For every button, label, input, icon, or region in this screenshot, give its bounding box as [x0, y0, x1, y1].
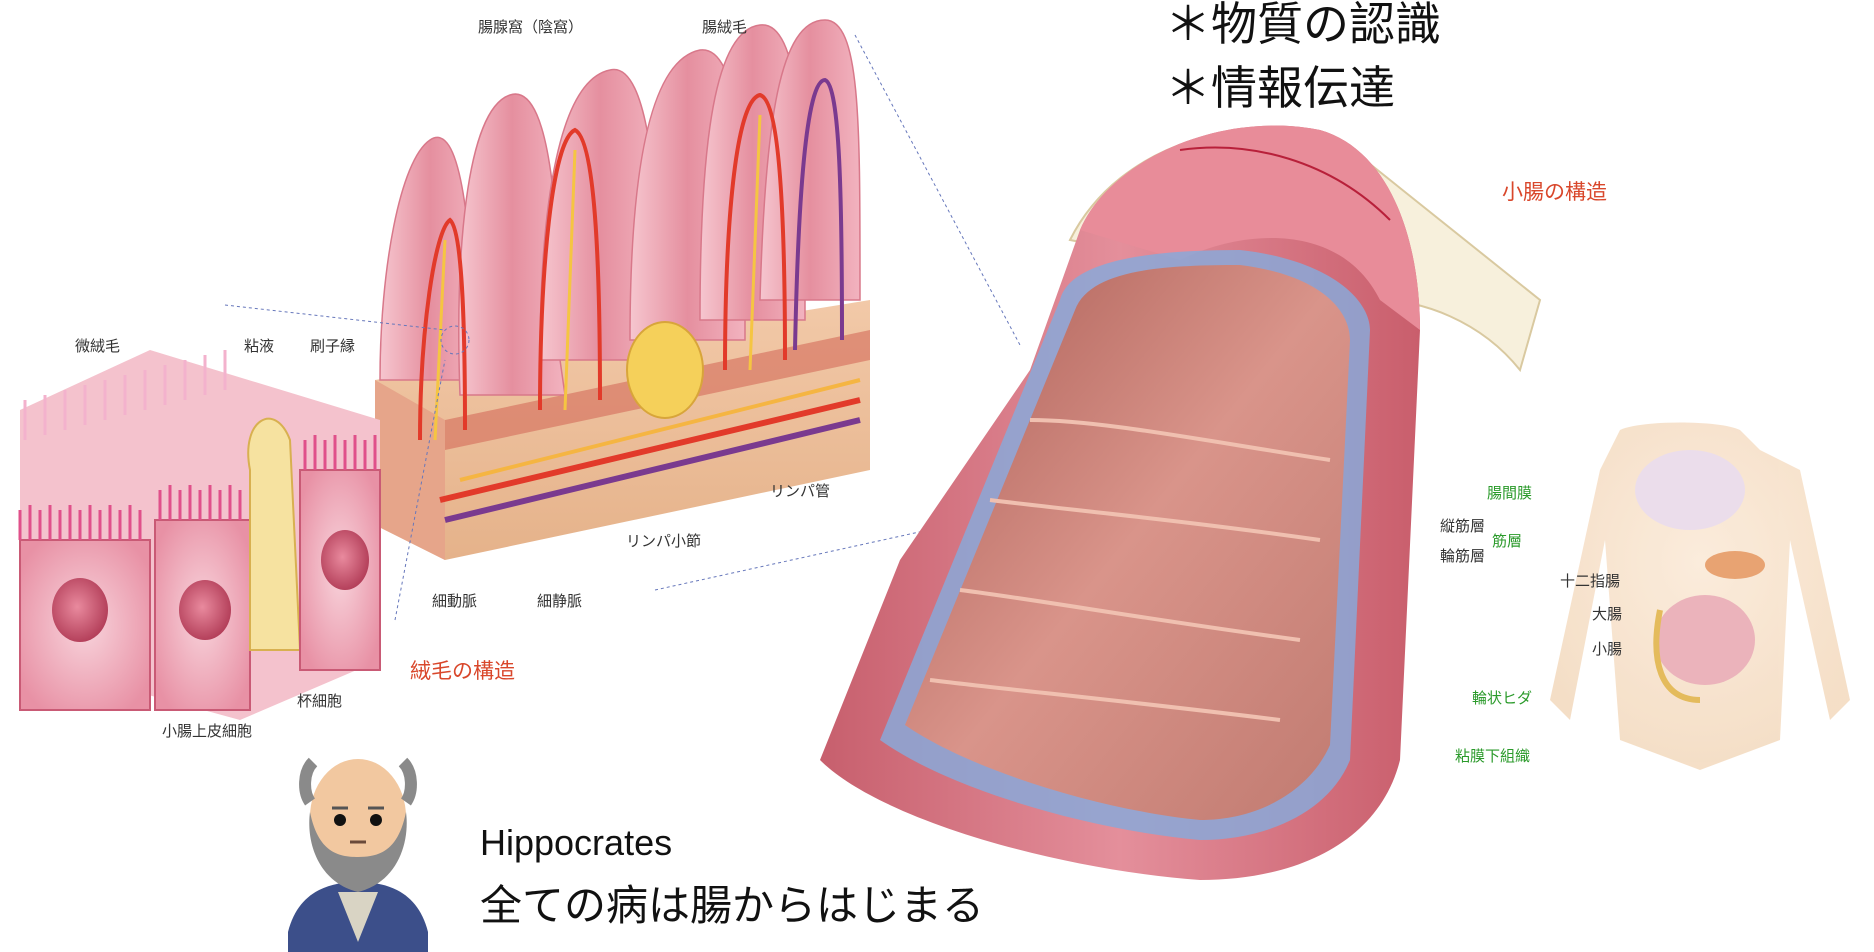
- label-large-intestine: 大腸: [1592, 603, 1622, 624]
- label-brush-border: 刷子縁: [310, 335, 355, 356]
- label-lymph-nodule: リンパ小節: [626, 530, 701, 551]
- label-arteriole: 細動脈: [432, 590, 477, 611]
- label-microvilli: 微絨毛: [75, 335, 120, 356]
- label-goblet-cell: 杯細胞: [297, 690, 342, 711]
- label-mesentery: 腸間膜: [1487, 482, 1532, 503]
- label-epithelial-cell: 小腸上皮細胞: [162, 720, 252, 741]
- villi-structure-title: 絨毛の構造: [410, 655, 515, 685]
- label-muscle-layer: 筋層: [1492, 530, 1522, 551]
- quote-author: Hippocrates: [480, 822, 672, 864]
- label-longitudinal-muscle: 縦筋層: [1440, 515, 1485, 536]
- body-silhouette: [1550, 423, 1850, 771]
- label-venule: 細静脈: [537, 590, 582, 611]
- intestine-structure-title: 小腸の構造: [1502, 176, 1607, 206]
- label-duodenum: 十二指腸: [1560, 570, 1620, 591]
- label-submucosa: 粘膜下組織: [1455, 745, 1530, 766]
- label-mucus: 粘液: [244, 335, 274, 356]
- quote-text: 全ての病は腸からはじまる: [480, 872, 984, 933]
- label-crypt: 腸腺窩（陰窩）: [478, 16, 583, 37]
- label-lymph-duct: リンパ管: [770, 480, 830, 501]
- hippocrates-illustration: [278, 732, 438, 952]
- label-circular-folds: 輪状ヒダ: [1472, 687, 1532, 708]
- lymph-nodule-shape: [627, 322, 703, 418]
- small-intestine-tube: [820, 126, 1540, 880]
- epithelial-cells-block: [20, 350, 380, 720]
- label-circular-muscle: 輪筋層: [1440, 545, 1485, 566]
- label-small-intestine: 小腸: [1592, 638, 1622, 659]
- label-villus: 腸絨毛: [702, 16, 747, 37]
